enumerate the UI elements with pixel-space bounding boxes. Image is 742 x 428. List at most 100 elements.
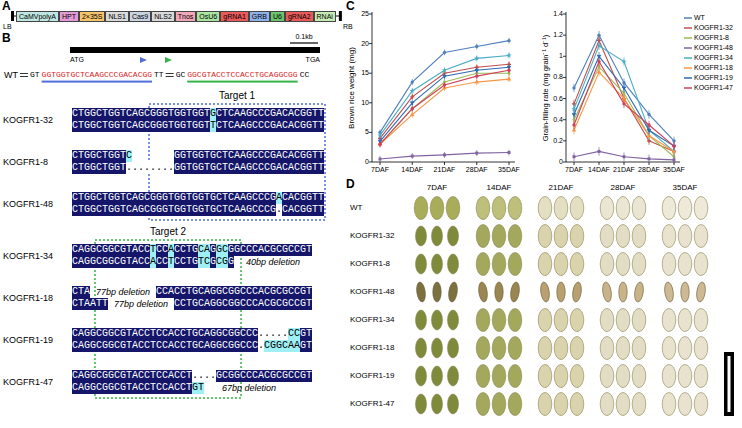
base: T [102, 298, 108, 310]
data-marker [475, 68, 479, 72]
construct-element: Tnos [175, 11, 197, 22]
wt-sequence: GGTGGTGCTCAAGCCCGACACGG [42, 70, 152, 79]
data-marker [647, 123, 650, 126]
line-name: KOGFR1-32 [3, 115, 53, 125]
base: T [306, 244, 312, 256]
grain [678, 393, 692, 416]
grain [554, 309, 568, 332]
grain [477, 282, 488, 303]
tick-label: 0.8 [553, 73, 563, 81]
base: T [198, 382, 204, 394]
base: T [306, 298, 312, 310]
data-marker [410, 101, 414, 105]
grain [432, 226, 443, 246]
grain [632, 225, 646, 248]
grain [432, 366, 443, 386]
element-name: OsU6 [199, 12, 217, 22]
grain [554, 253, 568, 276]
error-bar [444, 152, 445, 158]
line-name: KOGFR1-34 [3, 251, 53, 261]
data-marker [648, 157, 651, 160]
wt-sequence: GT [30, 70, 40, 79]
sequence-row: CAGGCGGCGTACCTCCACCTGCAGGCGGCCC.CGGCAAGT [72, 340, 312, 352]
panel-letter: C [346, 0, 355, 14]
data-marker [443, 83, 446, 86]
grain [600, 309, 614, 332]
construct-element: GRB [249, 11, 270, 22]
data-line [574, 46, 674, 152]
data-marker [411, 155, 414, 158]
element-name: U6 [273, 12, 282, 22]
target-box [149, 104, 325, 220]
grain [570, 365, 584, 388]
grain [539, 282, 550, 303]
data-marker [411, 80, 414, 83]
grain [616, 365, 630, 388]
grain [554, 365, 568, 388]
grain [678, 365, 692, 388]
border-label: RB [343, 23, 353, 31]
grain [600, 197, 614, 220]
error-bar [412, 153, 413, 159]
grain [662, 365, 676, 388]
element-name: NLS2 [154, 12, 172, 22]
grain [416, 310, 427, 330]
legend-swatch [684, 87, 692, 89]
construct-element: NLS2 [151, 11, 175, 22]
data-marker [410, 95, 414, 99]
tick-label: 1 [559, 52, 563, 60]
row-label: KOGFR1-48 [350, 287, 394, 296]
legend-swatch [684, 67, 692, 69]
grain [616, 393, 630, 416]
error-bar [649, 155, 650, 163]
legend-text: KOGFR1-48 [694, 44, 733, 52]
grain [495, 282, 503, 302]
base: T [306, 370, 312, 382]
base: T [318, 108, 324, 120]
column-header: 35DAF [673, 183, 698, 192]
base: T [306, 286, 312, 298]
grain [600, 225, 614, 248]
grain [492, 225, 506, 248]
column-header: 21DAF [549, 183, 574, 192]
grain [663, 282, 674, 303]
data-marker [572, 86, 575, 89]
data-line [574, 72, 674, 151]
grain [600, 253, 614, 276]
data-marker [507, 39, 510, 42]
construct-element: OsU6 [196, 11, 220, 22]
sequence-row: CTAATT [72, 298, 108, 310]
error-bar [476, 150, 477, 156]
legend-swatch [684, 77, 692, 79]
grain [616, 309, 630, 332]
grain [432, 254, 443, 274]
data-marker [598, 150, 601, 153]
tick-label: 0.6 [553, 95, 563, 103]
base: G [228, 256, 234, 268]
grain [570, 393, 584, 416]
data-marker [475, 74, 478, 77]
base: T [318, 150, 324, 162]
grain [508, 309, 522, 332]
axis-title: Brown rice weight (mg) [347, 47, 356, 129]
tick-label: 1.2 [553, 31, 563, 39]
grain [571, 282, 582, 303]
data-marker [475, 152, 478, 155]
grain [570, 225, 584, 248]
grain [678, 253, 692, 276]
legend-text: KOGFR1-19 [694, 74, 733, 82]
grain [662, 253, 676, 276]
sequence-row: CAGGCGGCGTACCTCCACCT....GCGGCCCACGCGCCGT [72, 370, 312, 382]
grain [662, 197, 676, 220]
grain [600, 393, 614, 416]
grain [681, 282, 689, 302]
construct-element: NLS1 [105, 11, 129, 22]
grain [432, 394, 443, 414]
tick-label: 0.4 [553, 116, 563, 124]
legend-swatch [684, 27, 692, 29]
grain [632, 337, 646, 360]
axis-title: Grain-filling rate (mg grain⁻¹ d⁻¹) [542, 35, 551, 141]
grain [476, 197, 490, 220]
grain [678, 225, 692, 248]
grain [601, 282, 612, 303]
